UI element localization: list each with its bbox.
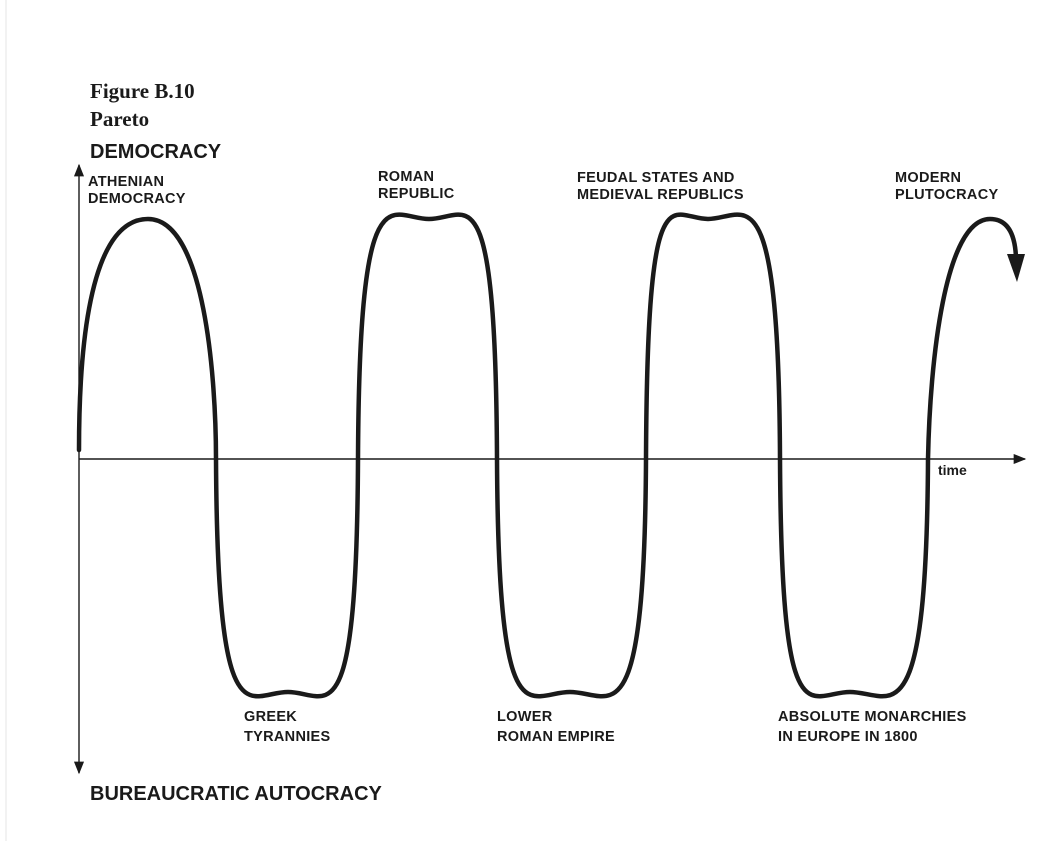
time-axis-label: time xyxy=(938,462,967,478)
bottom-pole-label: BUREAUCRATIC AUTOCRACY xyxy=(90,783,383,805)
oscillation-wave xyxy=(76,212,1019,699)
peak-label-modern-plutocracy: MODERN PLUTOCRACY xyxy=(895,170,998,203)
figure-author: Pareto xyxy=(90,107,149,131)
peak-label-roman-republic: ROMAN REPUBLIC xyxy=(378,169,455,202)
peak-label-feudal-states: FEUDAL STATES AND MEDIEVAL REPUBLICS xyxy=(577,170,744,203)
figure-number: Figure B.10 xyxy=(90,79,195,103)
trough-label-absolute-monarchies: ABSOLUTE MONARCHIES IN EUROPE IN 1800 xyxy=(778,709,971,745)
top-pole-label: DEMOCRACY xyxy=(90,141,222,163)
wave-arrowhead xyxy=(1007,254,1025,282)
peak-label-athenian-democracy: ATHENIAN DEMOCRACY xyxy=(88,174,186,207)
trough-label-lower-roman-empire: LOWER ROMAN EMPIRE xyxy=(497,709,615,745)
trough-label-greek-tyrannies: GREEK TYRANNIES xyxy=(244,709,331,745)
